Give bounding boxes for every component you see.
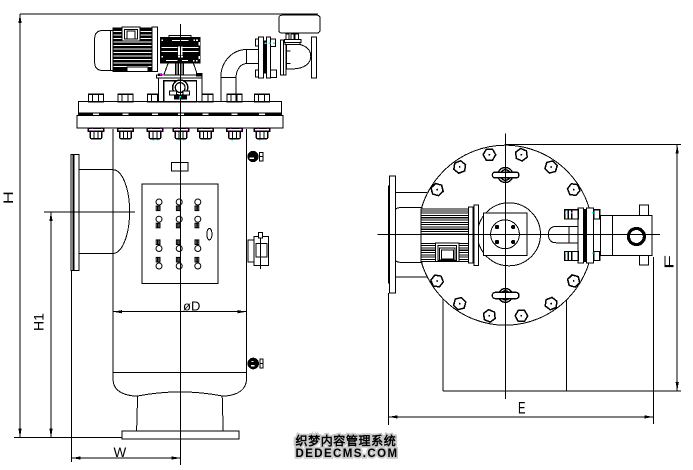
svg-text:H1: H1 xyxy=(31,313,47,331)
svg-text:织梦内容管理系统: 织梦内容管理系统 xyxy=(296,433,397,448)
svg-text:E: E xyxy=(518,399,526,418)
svg-text:DEDECMS.COM: DEDECMS.COM xyxy=(296,448,399,460)
svg-text:øD: øD xyxy=(183,299,200,314)
svg-text:W: W xyxy=(114,445,127,460)
svg-text:F: F xyxy=(662,255,677,269)
svg-text:H: H xyxy=(0,191,16,204)
